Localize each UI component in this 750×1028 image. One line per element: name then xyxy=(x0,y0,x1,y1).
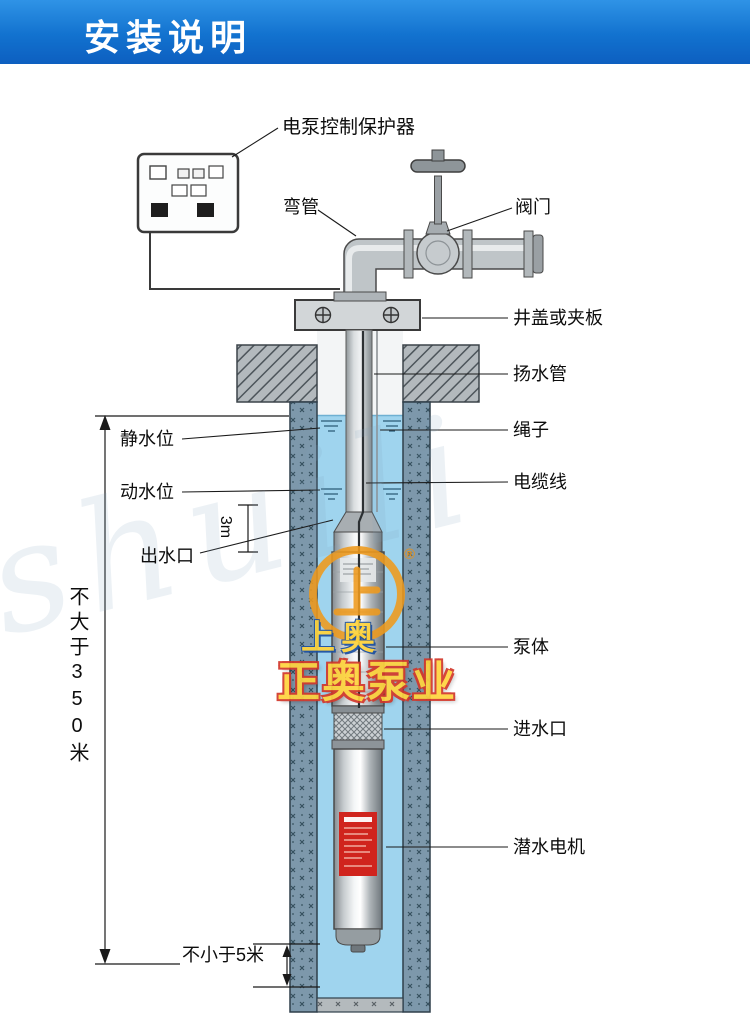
label-min-clearance-dimension: 不小于5米 xyxy=(182,945,265,965)
dimension-lines xyxy=(95,415,320,988)
riser-pipe xyxy=(345,329,373,513)
well-wall-right xyxy=(402,401,431,1013)
label-max-depth-dimension: 不大于350米 xyxy=(66,586,88,767)
label-elbow-pipe: 弯管 xyxy=(283,197,319,217)
label-rope: 绳子 xyxy=(513,420,549,440)
well-wall-left xyxy=(289,401,318,1013)
label-cable: 电缆线 xyxy=(513,472,567,492)
label-riser-pipe: 扬水管 xyxy=(513,364,567,384)
page-title: 安装说明 xyxy=(84,17,253,58)
valve-handle xyxy=(410,159,466,173)
pump-inlet-screen xyxy=(333,712,383,741)
pipe-base-flange xyxy=(333,291,387,302)
motor-bottom-cap xyxy=(335,928,381,946)
water-level-marks xyxy=(321,420,401,500)
label-outlet-depth-dimension: 3m xyxy=(217,515,235,539)
pipe-end-flange xyxy=(523,230,534,278)
label-pump-body: 泵体 xyxy=(513,637,549,657)
motor-nameplate xyxy=(339,812,377,876)
label-dynamic-water-level: 动水位 xyxy=(120,482,174,502)
well-cover-plate xyxy=(294,299,421,331)
pump-controller-box xyxy=(136,152,340,290)
header-banner: 安装说明 xyxy=(0,0,750,64)
surface-piping xyxy=(333,149,544,302)
label-valve: 阀门 xyxy=(515,197,551,217)
label-static-water-level: 静水位 xyxy=(120,429,174,449)
label-well-cover: 井盖或夹板 xyxy=(513,308,603,328)
leader-lines xyxy=(181,127,513,848)
label-pump-controller: 电泵控制保护器 xyxy=(282,117,416,138)
label-water-outlet: 出水口 xyxy=(140,546,194,566)
valve-stem xyxy=(434,175,442,225)
dimension-arrows xyxy=(99,415,292,986)
label-water-inlet: 进水口 xyxy=(513,719,567,739)
well-floor xyxy=(316,997,404,1013)
elbow-pipe xyxy=(343,238,541,301)
label-submersible-motor: 潜水电机 xyxy=(513,837,585,857)
submersible-pump xyxy=(331,331,385,953)
power-wire xyxy=(149,232,340,290)
cover-bolts xyxy=(314,306,400,324)
ground-hatch-left xyxy=(236,344,318,403)
down-well-assembly xyxy=(345,329,378,513)
brand-logo-ring xyxy=(309,546,405,642)
gate-valve xyxy=(403,149,473,279)
